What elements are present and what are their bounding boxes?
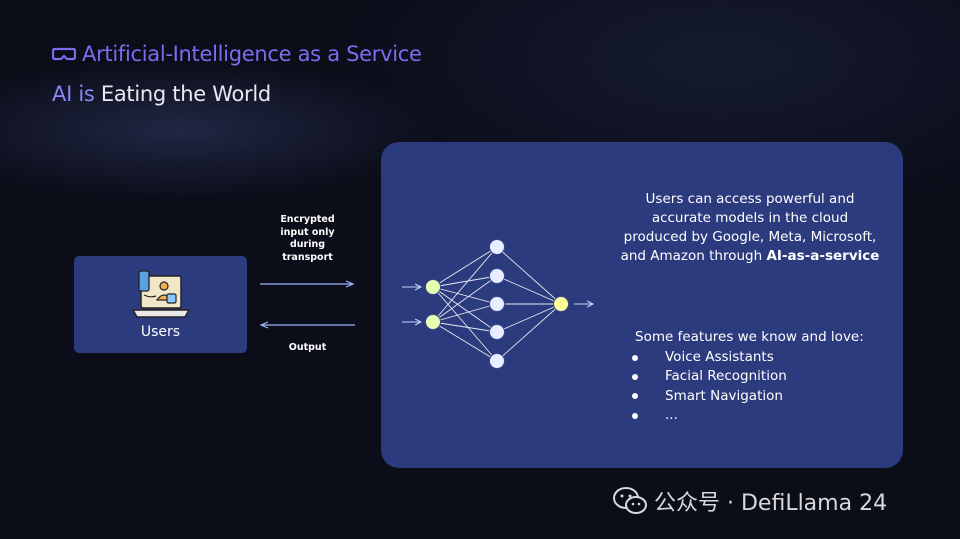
description-line: produced by Google, Meta, Microsoft, — [623, 229, 877, 245]
bullet-icon — [632, 412, 638, 419]
features-title: Some features we know and love: — [635, 329, 864, 345]
bullet-icon — [632, 393, 638, 400]
laptop-user-icon — [131, 269, 190, 318]
users-label: Users — [140, 323, 181, 340]
slide-title: Artificial-Intelligence as a Service — [82, 42, 422, 66]
slide-header: Artificial-Intelligence as a Service — [52, 42, 422, 66]
request-arrow-label: Encrypted input only during transport — [270, 214, 345, 264]
bullet-icon — [632, 354, 638, 361]
output-arrow — [259, 321, 355, 329]
request-label-line: transport — [282, 251, 333, 263]
bullet-icon — [632, 373, 638, 380]
slide-subtitle: AI is Eating the World — [52, 82, 271, 106]
request-arrow — [260, 280, 355, 288]
list-item: Voice Assistants — [630, 348, 787, 367]
vr-goggles-icon — [52, 47, 76, 61]
list-item: Facial Recognition — [630, 367, 787, 386]
watermark: 公众号 · DefiLlama 24 — [612, 485, 887, 517]
description-line: and Amazon through AI-as-a-service — [620, 248, 880, 264]
list-item: ... — [630, 406, 787, 425]
subtitle-accent: AI is — [52, 82, 95, 106]
features-list: Voice Assistants Facial Recognition Smar… — [630, 348, 787, 425]
wechat-icon — [613, 487, 647, 514]
request-label-line: Encrypted — [280, 214, 335, 225]
request-label-line: during — [289, 239, 326, 250]
subtitle-rest: Eating the World — [94, 82, 271, 106]
description-line: Users can access powerful and — [645, 191, 855, 207]
description-line: accurate models in the cloud — [651, 210, 849, 226]
watermark-text: 公众号 · DefiLlama 24 — [654, 491, 888, 516]
users-box: Users — [74, 256, 247, 353]
service-description: Users can access powerful and accurate m… — [610, 190, 890, 266]
output-arrow-label: Output — [288, 342, 327, 353]
list-item: Smart Navigation — [630, 387, 787, 406]
description-bold: AI-as-a-service — [766, 248, 880, 264]
request-label-line: input only — [280, 226, 335, 238]
